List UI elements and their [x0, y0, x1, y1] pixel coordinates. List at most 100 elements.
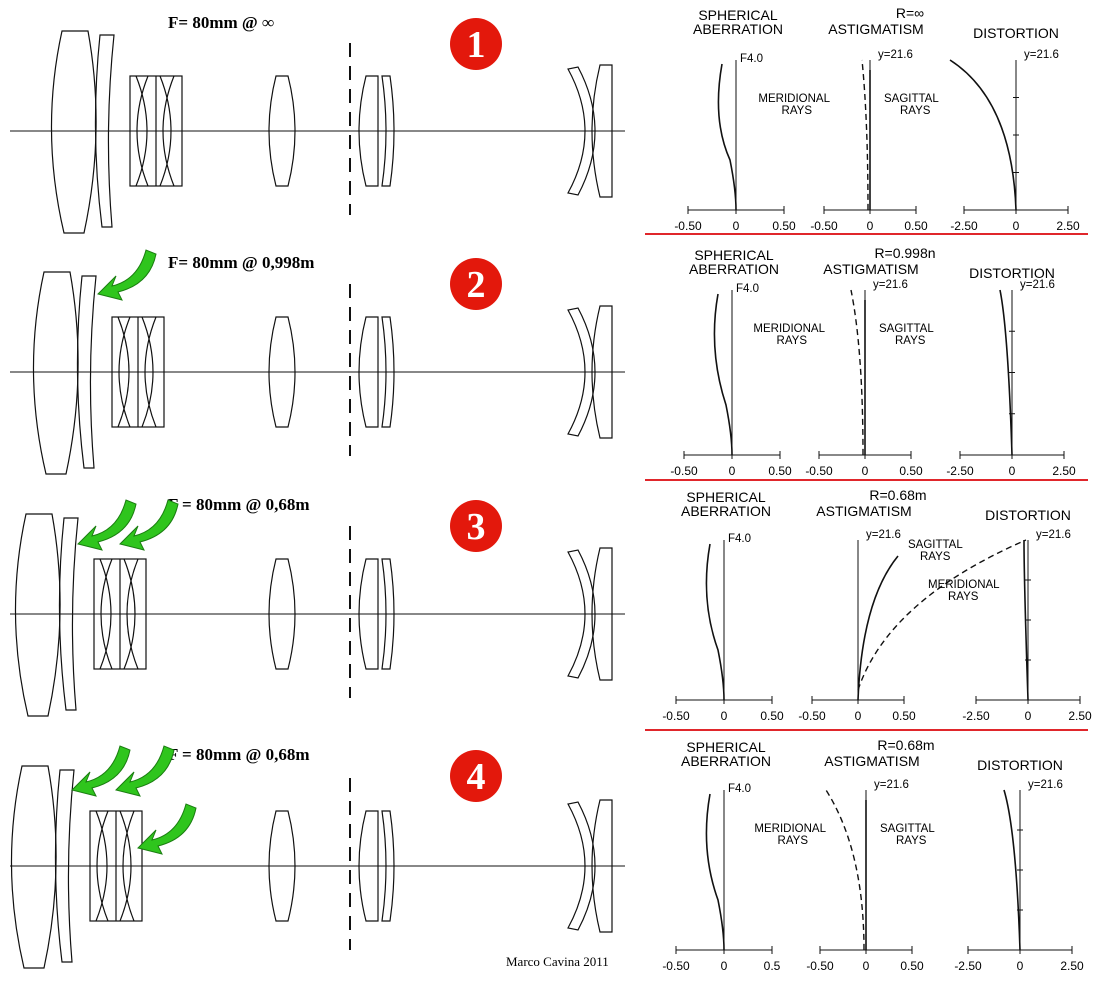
spherical-tick-label: -0.50: [662, 709, 690, 723]
lens-element-rear-b: [381, 316, 395, 428]
distortion-title: DISTORTION: [985, 507, 1071, 523]
lens-curve: [100, 558, 113, 670]
sagittal-label-1: SAGITTAL: [879, 323, 934, 335]
lens-curve: [99, 558, 112, 670]
distortion-tick-label: 2.50: [1068, 709, 1092, 723]
spherical-tick-label: 0: [721, 709, 728, 723]
meridional-label-2: RAYS: [777, 335, 808, 347]
focus-label: F= 80mm @ 0,998m: [168, 253, 314, 272]
green-arrow-icon: [97, 249, 157, 301]
meridional-curve: [861, 59, 869, 211]
lens-system-row-1: F= 80mm @ ∞1SPHERICALABERRATIONF4.0-0.50…: [10, 5, 1080, 234]
lens-system-row-2: F= 80mm @ 0,998m2SPHERICALABERRATIONF4.0…: [10, 245, 1076, 478]
meridional-curve: [857, 539, 1027, 691]
astigmatism-title: ASTIGMATISM: [828, 21, 923, 37]
astigmatism-y-label: y=21.6: [866, 529, 901, 541]
astigmatism-tick-label: 0: [863, 959, 870, 973]
lens-curve: [123, 558, 136, 670]
astigmatism-tick-label: 0.50: [892, 709, 916, 723]
astigmatism-tick-label: -0.50: [798, 709, 826, 723]
astigmatism-tick-label: -0.50: [810, 219, 838, 233]
distortion-tick-label: -2.50: [946, 464, 974, 478]
lens-curve: [126, 558, 139, 670]
distortion-y-label: y=21.6: [1028, 779, 1063, 791]
number-badge: [450, 258, 502, 310]
astigmatism-tick-label: 0: [855, 709, 862, 723]
lens-curve: [136, 75, 149, 187]
astigmatism-r-label: R=0.68m: [877, 737, 934, 753]
lens-element-rear-a: [358, 75, 379, 187]
lens-element-rear-b: [381, 810, 395, 922]
green-arrow-icon: [119, 499, 179, 551]
lens-curve: [117, 316, 130, 428]
lens-element-2: [54, 769, 75, 963]
spherical-tick-label: 0: [733, 219, 740, 233]
number-badge-label: 3: [467, 506, 486, 548]
astigmatism-tick-label: -0.50: [805, 464, 833, 478]
lens-element-2: [94, 34, 115, 228]
lens-element-back-a: [567, 307, 596, 437]
lens-element-1: [10, 765, 57, 969]
sagittal-label-1: SAGITTAL: [884, 93, 939, 105]
distortion-tick-label: 2.50: [1056, 219, 1080, 233]
lens-element-1: [50, 30, 97, 234]
astigmatism-title: ASTIGMATISM: [824, 753, 919, 769]
astigmatism-title: ASTIGMATISM: [823, 261, 918, 277]
lens-element-rear-a: [358, 316, 379, 428]
green-arrow-icon: [115, 745, 175, 797]
sagittal-label-1: SAGITTAL: [908, 539, 963, 551]
lens-curve: [141, 316, 154, 428]
sagittal-curve: [857, 555, 899, 701]
meridional-label-2: RAYS: [778, 835, 809, 847]
spherical-tick-label: 0.50: [760, 709, 784, 723]
spherical-title-2: ABERRATION: [681, 753, 771, 769]
number-badge: [450, 750, 502, 802]
sagittal-label-2: RAYS: [920, 551, 951, 563]
meridional-label-2: RAYS: [782, 105, 813, 117]
sagittal-label-1: SAGITTAL: [880, 823, 935, 835]
spherical-title-2: ABERRATION: [681, 503, 771, 519]
distortion-tick-label: -2.50: [950, 219, 978, 233]
number-badge-label: 1: [467, 24, 486, 66]
sagittal-label-2: RAYS: [896, 835, 927, 847]
spherical-title-1: SPHERICAL: [686, 489, 766, 505]
distortion-curve: [999, 289, 1013, 456]
f-number-label: F4.0: [736, 283, 759, 295]
number-badge-label: 4: [467, 756, 486, 798]
meridional-label-1: MERIDIONAL: [928, 579, 1000, 591]
distortion-tick-label: 0: [1017, 959, 1024, 973]
lens-curve: [159, 75, 172, 187]
distortion-tick-label: 0: [1013, 219, 1020, 233]
spherical-curve: [717, 63, 737, 211]
lens-element-rear-a: [358, 558, 379, 670]
lens-element-mid: [268, 75, 296, 187]
lens-element-mid: [268, 558, 296, 670]
astigmatism-r-label: R=∞: [896, 5, 924, 21]
number-badge: [450, 18, 502, 70]
lens-curve: [122, 810, 135, 922]
lens-element-1: [14, 513, 61, 717]
lens-element-rear-b: [381, 75, 395, 187]
astigmatism-tick-label: 0: [867, 219, 874, 233]
meridional-label-2: RAYS: [948, 591, 979, 603]
lens-curve: [135, 75, 148, 187]
distortion-title: DISTORTION: [973, 25, 1059, 41]
meridional-label-1: MERIDIONAL: [754, 823, 826, 835]
lens-element-back-b: [591, 305, 613, 439]
number-badge-label: 2: [467, 264, 486, 306]
astigmatism-y-label: y=21.6: [873, 279, 908, 291]
distortion-tick-label: -2.50: [954, 959, 982, 973]
focus-label: F= 80mm @ ∞: [168, 13, 274, 32]
lens-curve: [162, 75, 175, 187]
green-arrow-icon: [77, 499, 137, 551]
distortion-title: DISTORTION: [969, 265, 1055, 281]
lens-element-back-a: [567, 801, 596, 931]
lens-element-2: [58, 517, 79, 711]
spherical-tick-label: 0.50: [768, 464, 792, 478]
f-number-label: F4.0: [728, 533, 751, 545]
lens-element-mid: [268, 316, 296, 428]
spherical-title-2: ABERRATION: [693, 21, 783, 37]
spherical-tick-label: 0.50: [772, 219, 796, 233]
lens-element-1: [32, 271, 79, 475]
focus-label: F = 80mm @ 0,68m: [168, 745, 310, 764]
